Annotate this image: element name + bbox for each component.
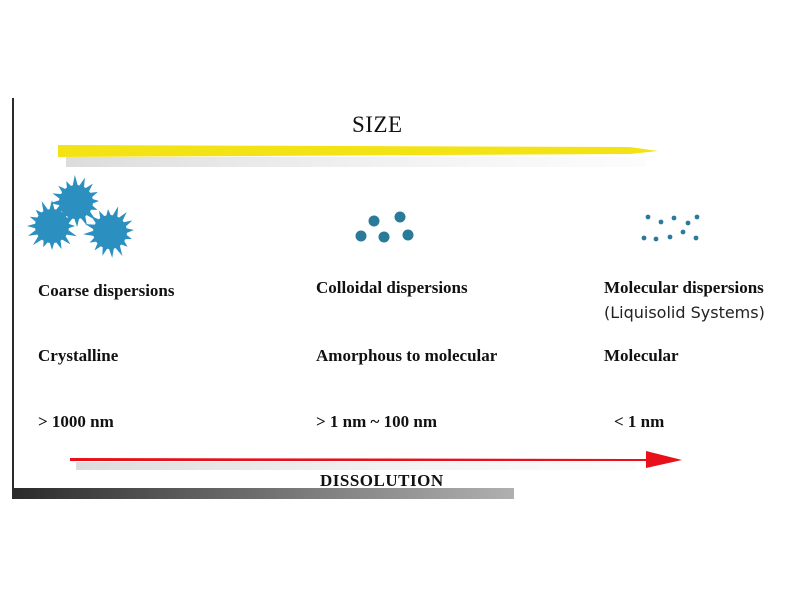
molecule-dot-10 xyxy=(693,235,699,241)
size-arrow-body xyxy=(58,145,658,157)
molecule-dot-3 xyxy=(671,215,677,221)
bottom-gradient-bar xyxy=(12,488,514,499)
molecule-dot-4 xyxy=(685,220,691,226)
colloid-dot-2 xyxy=(394,211,406,223)
colloidal-size: > 1 nm ~ 100 nm xyxy=(316,412,438,431)
colloidal-particles-icon xyxy=(355,211,414,243)
particle-core xyxy=(35,209,69,243)
colloid-dot-3 xyxy=(355,230,367,242)
molecule-dot-6 xyxy=(641,235,647,241)
molecule-dot-5 xyxy=(694,214,700,220)
coarse-size: > 1000 nm xyxy=(38,412,114,431)
left-border-line xyxy=(12,98,14,498)
particle-core xyxy=(59,185,93,219)
size-arrow-shadow xyxy=(66,157,646,167)
molecular-subtitle: (Liquisolid Systems) xyxy=(604,303,765,322)
molecular-state: Molecular xyxy=(604,346,679,365)
size-label: SIZE xyxy=(352,112,403,137)
dissolution-arrow-body xyxy=(70,451,682,468)
molecule-dot-9 xyxy=(680,229,686,235)
colloidal-state: Amorphous to molecular xyxy=(316,346,498,365)
molecule-dot-1 xyxy=(645,214,651,220)
size-arrow xyxy=(58,145,658,167)
molecular-size: < 1 nm xyxy=(614,412,665,431)
colloid-dot-5 xyxy=(402,229,414,241)
coarse-crystal-particles-icon xyxy=(27,175,134,258)
spiky-particle-2 xyxy=(50,175,99,227)
molecule-dot-8 xyxy=(667,234,673,240)
dissolution-arrow xyxy=(70,451,682,470)
coarse-title: Coarse dispersions xyxy=(38,281,175,300)
molecule-dot-2 xyxy=(658,219,664,225)
spiky-particle-3 xyxy=(83,206,134,258)
dissolution-label: DISSOLUTION xyxy=(320,471,444,490)
colloidal-title: Colloidal dispersions xyxy=(316,278,468,297)
particle-core xyxy=(93,215,127,249)
molecule-dot-7 xyxy=(653,236,659,242)
coarse-state: Crystalline xyxy=(38,346,119,365)
molecular-particles-icon xyxy=(641,214,700,242)
colloid-dot-4 xyxy=(378,231,390,243)
molecular-title: Molecular dispersions xyxy=(604,278,764,297)
colloid-dot-1 xyxy=(368,215,380,227)
dissolution-arrow-shadow xyxy=(76,462,636,470)
